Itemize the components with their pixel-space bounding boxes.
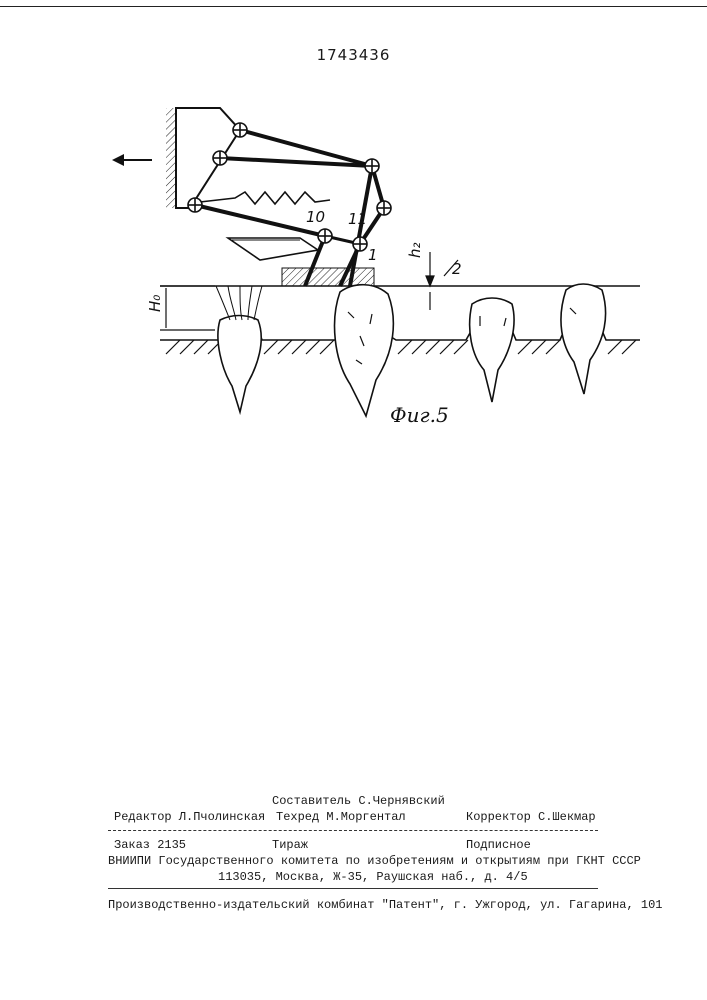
imprint-rule-1: [108, 830, 598, 832]
beet-root-4: [561, 284, 606, 394]
label-11: 11: [348, 210, 367, 228]
subscription-line: Подписное: [466, 838, 531, 852]
corrector-line: Корректор С.Шекмар: [466, 810, 596, 824]
beet-root-3: [470, 298, 514, 402]
compiler-line: Составитель С.Чернявский: [272, 794, 445, 808]
label-h2: h₂: [406, 242, 424, 258]
label-10: 10: [306, 208, 325, 226]
beet-root-1: [216, 286, 262, 412]
institute-line: ВНИИПИ Государственного комитета по изоб…: [108, 854, 641, 868]
imprint-rule-2: [108, 888, 598, 889]
editor-line: Редактор Л.Пчолинская: [114, 810, 265, 824]
label-2: 2: [452, 260, 462, 278]
patent-number: 1743436: [0, 46, 707, 64]
beet-roots: [216, 284, 606, 416]
top-rule: [0, 6, 707, 7]
figure-caption: Фиг.5: [390, 403, 449, 427]
beet-root-2: [335, 285, 394, 416]
address-line: 113035, Москва, Ж-35, Раушская наб., д. …: [218, 870, 528, 884]
label-1: 1: [368, 246, 378, 264]
figure-5: H₀ h₂ 2 10 11 1: [0, 90, 707, 440]
figure-drawing: H₀ h₂ 2 10 11 1: [0, 90, 707, 440]
order-line: Заказ 2135: [114, 838, 186, 852]
publisher-line: Производственно-издательский комбинат "П…: [108, 898, 668, 912]
direction-arrow: [112, 154, 152, 166]
h0-dimension: [160, 286, 215, 330]
techred-line: Техред М.Моргентал: [276, 810, 406, 824]
circulation-line: Тираж: [272, 838, 308, 852]
label-h0: H₀: [146, 295, 164, 312]
